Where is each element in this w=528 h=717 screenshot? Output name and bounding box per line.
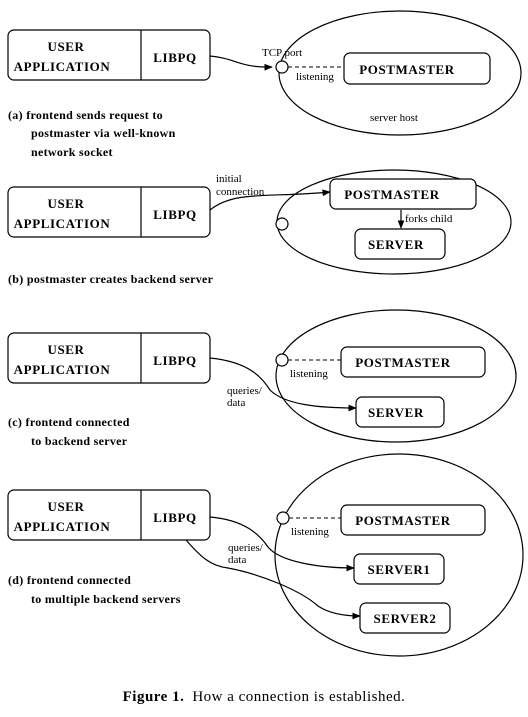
tcp-port-c <box>275 353 289 367</box>
data-label-c: data <box>227 397 245 409</box>
request-arrow-a <box>209 55 273 71</box>
panel-a: USER APPLICATION LIBPQ POSTMASTER TCP po… <box>7 10 522 159</box>
initial-label: initial <box>216 173 242 185</box>
postmaster-label-a: POSTMASTER <box>359 62 455 77</box>
figure-caption-label: Figure 1. <box>123 689 185 705</box>
postmaster-label-d: POSTMASTER <box>355 513 451 528</box>
initial-connection-arrow <box>209 189 331 211</box>
caption-a-line-1: (a) frontend sends request to <box>8 108 163 122</box>
tcp-port-a <box>275 60 289 74</box>
client-box-b <box>7 186 211 238</box>
server-box-b <box>354 228 446 260</box>
libpq-label-b: LIBPQ <box>153 207 196 222</box>
server-host-label: server host <box>370 112 418 124</box>
libpq-label-d: LIBPQ <box>153 510 196 525</box>
data-label-d: data <box>228 554 246 566</box>
forks-child-label: forks child <box>405 213 453 225</box>
server2-label: SERVER2 <box>374 611 437 626</box>
caption-d-line-2: to multiple backend servers <box>31 592 181 606</box>
server1-label: SERVER1 <box>368 562 431 577</box>
application-label-c: APPLICATION <box>14 362 111 377</box>
server-host-ellipse-d <box>274 453 524 657</box>
libpq-label-a: LIBPQ <box>153 50 196 65</box>
tcp-port-b <box>275 217 289 231</box>
server2-box <box>359 602 451 634</box>
user-label-a: USER <box>47 39 84 54</box>
panel-d: USER APPLICATION LIBPQ POSTMASTER listen… <box>7 453 524 657</box>
libpq-label-c: LIBPQ <box>153 353 196 368</box>
listening-label-d: listening <box>291 526 329 538</box>
caption-a-line-2: postmaster via well-known <box>31 126 176 140</box>
queries-arrow-d-2 <box>185 539 361 620</box>
client-box-d <box>7 489 211 541</box>
tcp-port-label: TCP port <box>262 47 302 59</box>
queries-label-c: queries/ <box>227 385 263 397</box>
caption-b-line-1: (b) postmaster creates backend server <box>8 272 214 286</box>
user-label-c: USER <box>47 342 84 357</box>
figure-caption: Figure 1. How a connection is established… <box>123 689 406 705</box>
postmaster-box-d <box>340 504 486 536</box>
application-label-b: APPLICATION <box>14 216 111 231</box>
server-host-ellipse-c <box>275 309 517 443</box>
caption-a-line-3: network socket <box>31 145 113 159</box>
user-label-d: USER <box>47 499 84 514</box>
queries-arrow-d-1 <box>209 516 355 572</box>
server-host-ellipse-a <box>278 10 522 136</box>
application-label-d: APPLICATION <box>14 519 111 534</box>
queries-arrow-c <box>209 357 357 412</box>
panel-b: USER APPLICATION LIBPQ initial connectio… <box>7 169 512 286</box>
panel-c: USER APPLICATION LIBPQ POSTMASTER listen… <box>7 309 517 448</box>
postmaster-box-b <box>329 178 477 210</box>
caption-c-line-1: (c) frontend connected <box>8 415 130 429</box>
listening-label-c: listening <box>290 368 328 380</box>
postmaster-box-c <box>340 346 486 378</box>
client-box-a <box>7 29 211 81</box>
postmaster-box-a <box>343 52 491 85</box>
server-label-b: SERVER <box>368 237 424 252</box>
queries-label-d: queries/ <box>228 542 264 554</box>
postmaster-label-c: POSTMASTER <box>355 355 451 370</box>
caption-c-line-2: to backend server <box>31 434 128 448</box>
server-box-c <box>355 396 445 428</box>
server-label-c: SERVER <box>368 405 424 420</box>
listening-label-a: listening <box>296 71 334 83</box>
tcp-port-d <box>276 511 290 525</box>
user-label-b: USER <box>47 196 84 211</box>
server1-box <box>353 553 445 585</box>
postmaster-label-b: POSTMASTER <box>344 187 440 202</box>
caption-d-line-1: (d) frontend connected <box>8 573 131 587</box>
figure-caption-text: How a connection is established. <box>192 689 405 705</box>
application-label-a: APPLICATION <box>14 59 111 74</box>
connection-label: connection <box>216 186 265 198</box>
